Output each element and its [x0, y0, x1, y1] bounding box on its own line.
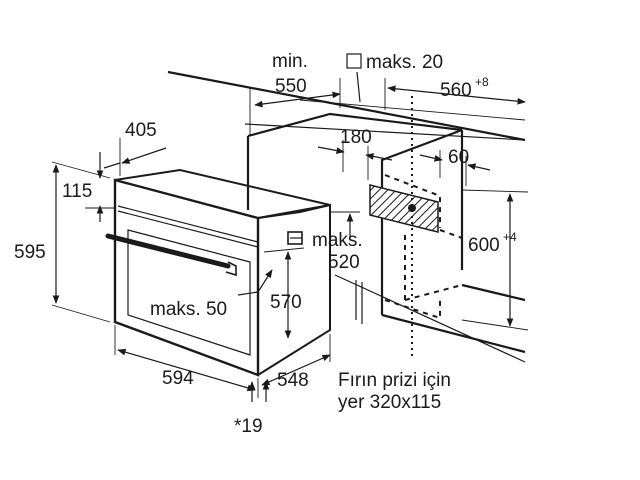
label-548: 548: [277, 370, 309, 391]
square-marker-icon: [346, 53, 362, 69]
label-550: 550: [275, 76, 307, 97]
label-520: 520: [328, 252, 360, 273]
label-560-tolerance: +8: [475, 75, 489, 89]
label-footnote-19: *19: [234, 416, 263, 437]
label-405: 405: [125, 120, 157, 141]
label-maks: maks.: [312, 230, 363, 251]
dimension-lines: [51, 53, 529, 402]
label-60: 60: [448, 147, 469, 168]
niche-back-outline: [384, 174, 463, 320]
label-maks-50: maks. 50: [150, 299, 227, 320]
label-min: min.: [272, 51, 308, 72]
cabinet-niche: [246, 112, 526, 363]
oven: [105, 168, 331, 377]
label-560: 560: [440, 80, 472, 101]
label-maks-20: maks. 20: [366, 52, 443, 73]
label-595: 595: [14, 242, 46, 263]
label-570: 570: [270, 292, 302, 313]
label-600: 600: [468, 235, 500, 256]
label-600-tolerance: +4: [503, 230, 517, 244]
dimension-labels: min. 550 maks. 20 560 +8 405 180 60 115 …: [14, 51, 517, 437]
socket-area: [369, 96, 439, 360]
label-socket-line2: yer 320x115: [338, 392, 441, 413]
label-115: 115: [62, 181, 92, 202]
label-socket-line1: Fırın prizi için: [338, 370, 451, 391]
label-180: 180: [340, 127, 372, 148]
label-594: 594: [162, 368, 194, 389]
